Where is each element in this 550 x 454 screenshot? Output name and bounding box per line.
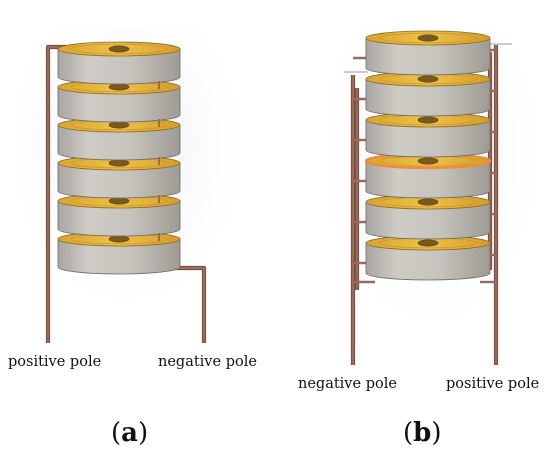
panel-b-caption: (b) <box>403 418 442 448</box>
panel-a-caption-letter: a <box>121 418 138 448</box>
panel-a-caption-open: ( <box>111 418 121 448</box>
panel-b-disk-4-hole <box>417 157 439 165</box>
panel-a-disk-2-side <box>57 86 181 123</box>
panel-b-disk-5-hole <box>417 198 439 206</box>
panel-b-caption-close: ) <box>431 418 441 448</box>
panel-a-disk-2-hole <box>108 83 130 91</box>
panel-b-disk-4-side <box>365 160 491 199</box>
panel-a-disk-1-ring <box>71 43 167 55</box>
panel-b-disk-1-ring <box>379 32 477 44</box>
panel-a-disk-6-hole <box>108 235 130 243</box>
panel-a-disk-1-side <box>57 48 181 85</box>
panel-a-disk-3-side <box>57 124 181 161</box>
panel-a-disk-5-hole <box>108 197 130 205</box>
panel-b-caption-letter: b <box>413 418 431 448</box>
panel-a-disk-3-hole <box>108 121 130 129</box>
panel-b-disk-5-side <box>365 201 491 240</box>
panel-b-caption-open: ( <box>403 418 413 448</box>
panel-b-disk-1-side <box>365 37 491 76</box>
panel-a-right-pole-label: negative pole <box>158 354 257 370</box>
panel-b-right-pole-label: positive pole <box>446 376 539 392</box>
panel-a-disk-4-hole <box>108 159 130 167</box>
panel-a-disk-1-hole <box>108 45 130 53</box>
panel-a-disk-6-side <box>57 238 181 275</box>
panel-a-stack <box>45 41 207 343</box>
panel-a-caption-close: ) <box>138 418 148 448</box>
panel-b-disk-6-hole <box>417 239 439 247</box>
panel-b-disk-6-side <box>365 242 491 281</box>
panel-a-negative-wire <box>170 266 206 343</box>
panel-b-stack <box>344 30 512 365</box>
panel-a-caption: (a) <box>111 418 148 448</box>
panel-b-disk-3-side <box>365 119 491 158</box>
panel-a-left-pole-label: positive pole <box>8 354 101 370</box>
panel-b-disk-2-side <box>365 78 491 117</box>
panel-b-disk-1-hole <box>417 34 439 42</box>
panel-b-disk-2-hole <box>417 75 439 83</box>
panel-b-disk-3-hole <box>417 116 439 124</box>
panel-b-left-pole-label: negative pole <box>298 376 397 392</box>
panel-a-disk-5-side <box>57 200 181 237</box>
panel-a-disk-4-side <box>57 162 181 199</box>
